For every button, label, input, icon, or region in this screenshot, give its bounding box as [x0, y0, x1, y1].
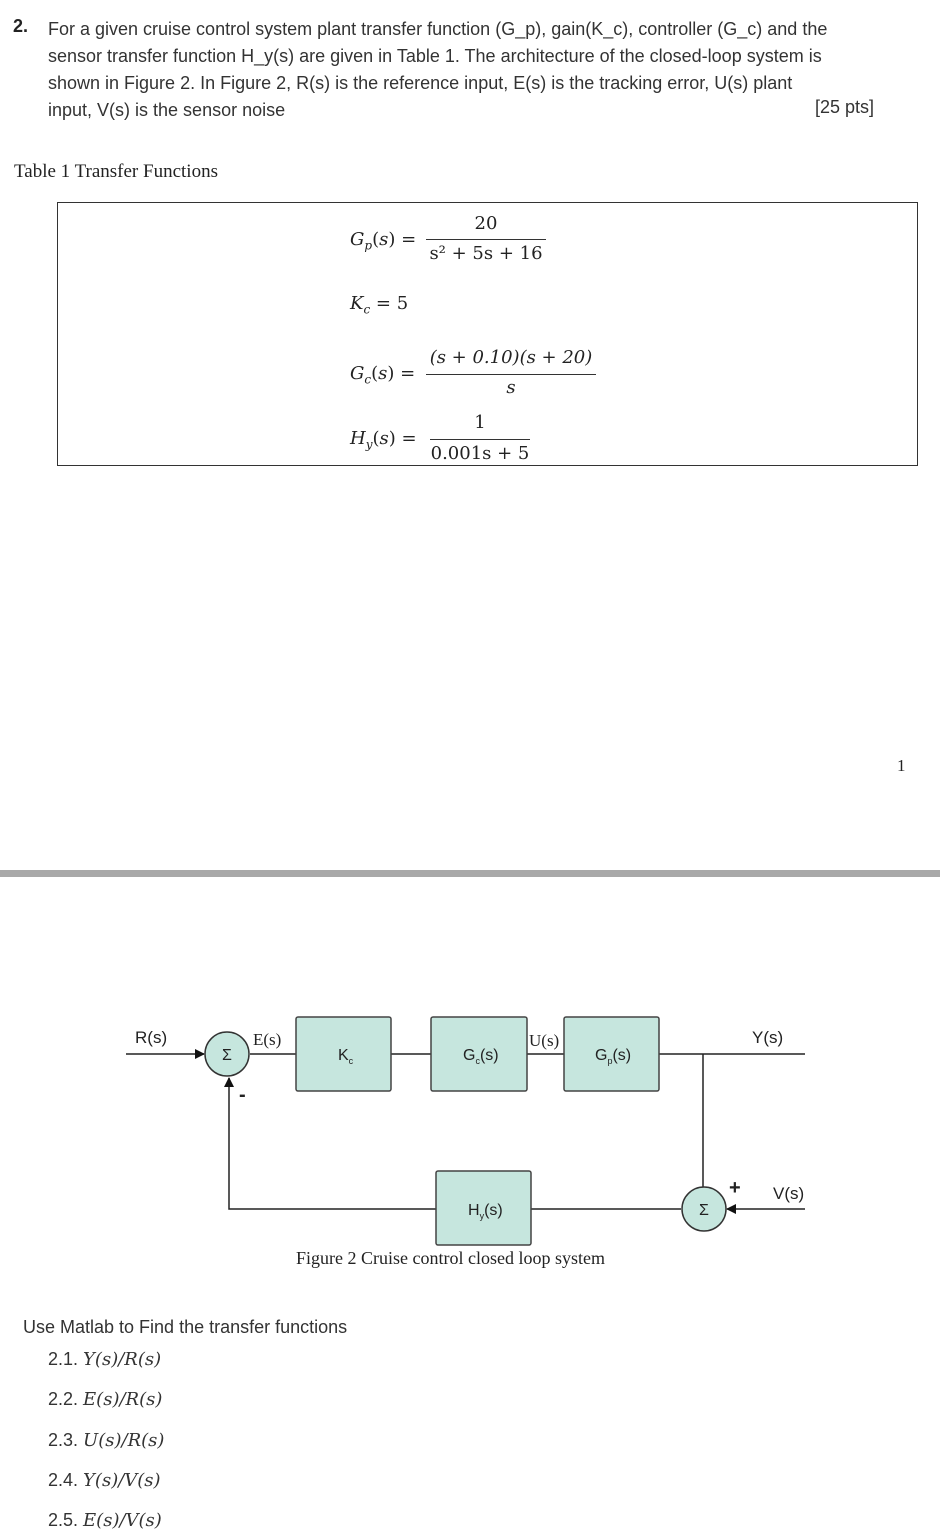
- question-line-3: shown in Figure 2. In Figure 2, R(s) is …: [48, 73, 793, 93]
- list-item: 2.2. E(s)/R(s): [48, 1389, 163, 1410]
- gp-fraction-bar: [426, 239, 546, 240]
- gc-denominator: s: [506, 377, 516, 398]
- hy-fraction-bar: [430, 439, 530, 440]
- label-minus: -: [239, 1084, 246, 1106]
- gp-block-label: Gp(s): [595, 1047, 631, 1066]
- gp-denominator: s² + 5s + 16: [429, 243, 543, 264]
- label-v: V(s): [773, 1184, 804, 1203]
- instructions-intro: Use Matlab to Find the transfer function…: [23, 1317, 348, 1337]
- gc-fraction-bar: [426, 374, 596, 375]
- question-text: For a given cruise control system plant …: [48, 16, 878, 124]
- kc-block-label: Kc: [338, 1047, 354, 1066]
- question-line-2: sensor transfer function H_y(s) are give…: [48, 46, 822, 66]
- gp-lhs: Gp(s) =: [350, 229, 417, 253]
- page-break: [0, 870, 940, 877]
- kc-lhs: Kc = 5: [350, 293, 409, 317]
- table-caption: Table 1 Transfer Functions: [14, 161, 218, 182]
- list-item: 2.1. Y(s)/R(s): [48, 1349, 162, 1370]
- label-plus: +: [729, 1177, 741, 1199]
- kc-value: = 5: [375, 293, 409, 314]
- sigma-symbol-noise: Σ: [699, 1202, 709, 1219]
- label-r: R(s): [135, 1028, 167, 1047]
- question-line-1: For a given cruise control system plant …: [48, 19, 828, 39]
- transfer-function-table: [57, 202, 918, 466]
- figure-caption: Figure 2 Cruise control closed loop syst…: [296, 1248, 605, 1268]
- hy-denominator: 0.001s + 5: [430, 443, 530, 464]
- list-item: 2.5. E(s)/V(s): [48, 1510, 162, 1531]
- gc-block: [430, 1016, 528, 1092]
- gp-numerator: 20: [474, 213, 498, 234]
- gc-numerator: (s + 0.10)(s + 20): [429, 347, 593, 368]
- question-points: [25 pts]: [814, 97, 874, 117]
- label-e: E(s): [253, 1030, 281, 1049]
- question-number: 2.: [13, 16, 29, 36]
- hy-numerator: 1: [474, 412, 486, 433]
- kc-block: [295, 1016, 392, 1092]
- label-u: U(s): [529, 1031, 559, 1050]
- hy-block-label: Hy(s): [468, 1202, 503, 1221]
- question-line-4: input, V(s) is the sensor noise: [48, 100, 286, 120]
- list-item: 2.4. Y(s)/V(s): [48, 1470, 161, 1491]
- list-item: 2.3. U(s)/R(s): [48, 1430, 165, 1451]
- gc-lhs: Gc(s) =: [350, 363, 416, 387]
- sigma-symbol-error: Σ: [222, 1047, 232, 1064]
- label-y: Y(s): [752, 1028, 783, 1047]
- hy-block: [435, 1170, 532, 1246]
- gp-block: [563, 1016, 660, 1092]
- page-number: 1: [897, 756, 906, 775]
- hy-lhs: Hy(s) =: [350, 428, 417, 452]
- summing-junction-error: [204, 1031, 250, 1077]
- summing-junction-noise: [681, 1186, 727, 1232]
- closed-loop-block-diagram: Σ Σ R(s) Y(s) V(s) + - E(s) U(s) Kc Gc(s…: [126, 1016, 805, 1246]
- gc-block-label: Gc(s): [463, 1047, 499, 1066]
- feedback-line: [224, 1077, 436, 1210]
